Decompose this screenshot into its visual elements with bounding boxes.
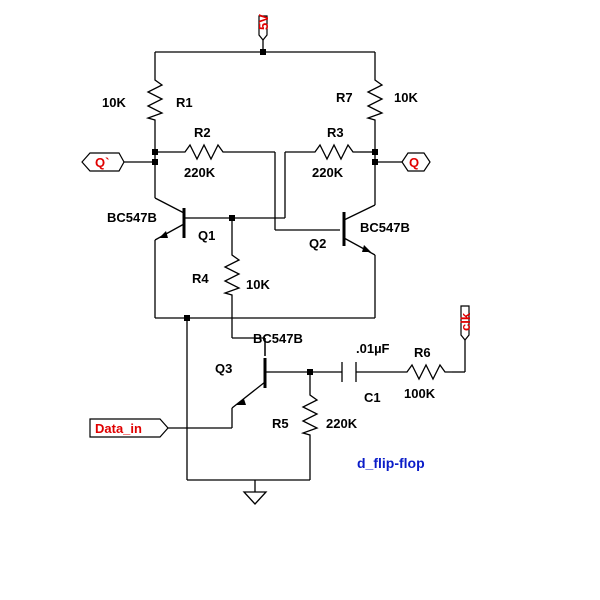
r6-name: R6 [414,345,431,360]
transistor-q1[interactable]: BC547B Q1 [107,197,215,250]
resistor-r6[interactable]: R6 100K [402,345,452,401]
r5-name: R5 [272,416,289,431]
net-flag-q-bar[interactable]: Q` [81,152,125,172]
q1-name: Q1 [198,228,215,243]
r6-value: 100K [404,386,436,401]
r5-value: 220K [326,416,358,431]
supply-5v: 5V [256,14,271,52]
net-q-bar-label: Q` [95,155,109,170]
transistor-q2[interactable]: BC547B Q2 [309,204,410,256]
q3-model: BC547B [253,331,303,346]
q3-name: Q3 [215,361,232,376]
resistor-r2[interactable]: R2 220K [180,125,230,180]
q2-name: Q2 [309,236,326,251]
net-data-in-label: Data_in [95,421,142,436]
c1-name: C1 [364,390,381,405]
wires [124,51,466,492]
resistor-r5[interactable]: R5 220K [272,390,358,440]
r7-value: 10K [394,90,418,105]
net-flag-q[interactable]: Q [401,152,431,172]
r2-value: 220K [184,165,216,180]
capacitor-c1[interactable]: .01µF C1 [341,341,390,405]
transistor-q3[interactable]: BC547B Q3 [215,331,303,409]
net-clk-label: clk [458,312,473,331]
resistor-r4[interactable]: R4 10K [192,250,270,300]
resistor-r1[interactable]: 10K R1 [102,75,193,125]
r1-name: R1 [176,95,193,110]
supply-5v-label: 5V [256,14,271,30]
q1-model: BC547B [107,210,157,225]
r7-name: R7 [336,90,353,105]
r2-name: R2 [194,125,211,140]
circuit-comment: d_flip-flop [357,455,425,471]
c1-value: .01µF [356,341,390,356]
resistor-r3[interactable]: R3 220K [310,125,360,180]
junctions [152,49,378,375]
r1-value: 10K [102,95,126,110]
net-q-label: Q [409,155,419,170]
net-flag-clk[interactable]: clk [458,305,473,341]
q2-model: BC547B [360,220,410,235]
net-flag-data-in[interactable]: Data_in [89,418,169,438]
resistor-r7[interactable]: R7 10K [336,75,418,125]
r4-name: R4 [192,271,209,286]
ground-symbol [242,491,268,505]
r3-value: 220K [312,165,344,180]
r3-name: R3 [327,125,344,140]
r4-value: 10K [246,277,270,292]
